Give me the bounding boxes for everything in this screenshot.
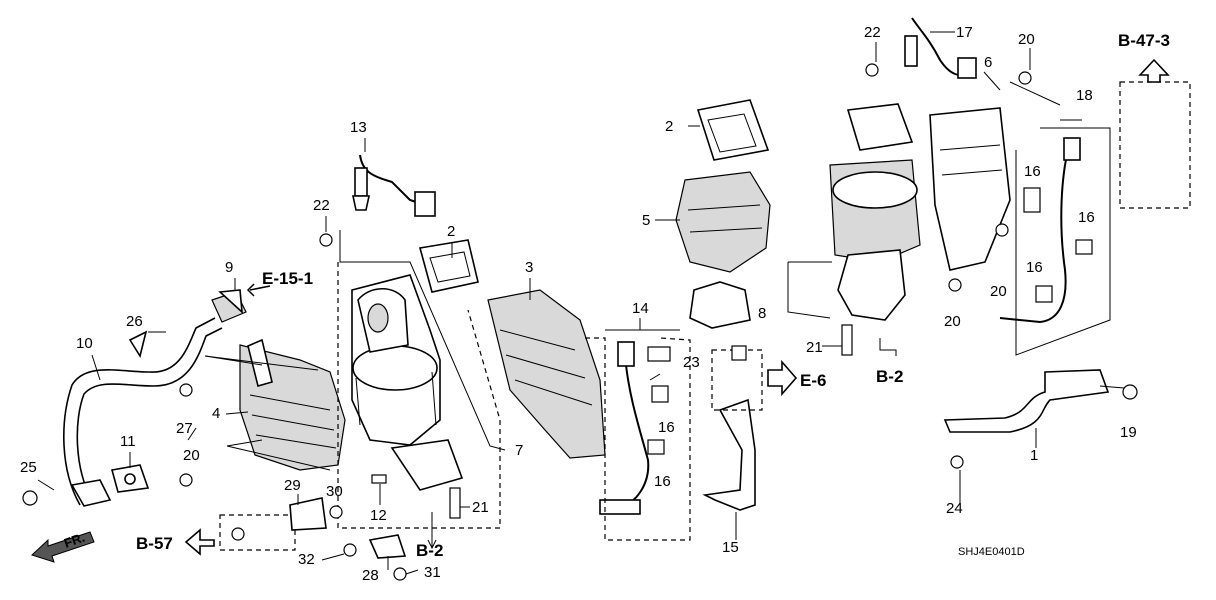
ref-label-b47-3: B-47-3 xyxy=(1118,31,1170,50)
group-outline xyxy=(219,514,296,551)
callout-16: 16 xyxy=(654,473,671,490)
callout-4: 4 xyxy=(212,405,220,422)
oxygen-sensor-part xyxy=(999,149,1069,324)
group-outline xyxy=(337,262,501,529)
callout-8: 8 xyxy=(758,305,766,322)
callout-17: 17 xyxy=(956,24,973,41)
callout-23: 23 xyxy=(683,354,700,371)
heat-shield-part xyxy=(239,338,346,471)
front-converter-part xyxy=(351,274,464,491)
ref-label-b57: B-57 xyxy=(136,534,173,553)
callout-29: 29 xyxy=(284,477,301,494)
callout-14: 14 xyxy=(632,300,649,317)
callout-15: 15 xyxy=(722,539,739,556)
callout-20: 20 xyxy=(944,313,961,330)
gasket-part xyxy=(418,239,479,293)
callout-16: 16 xyxy=(1024,163,1041,180)
fastener-part xyxy=(22,63,1138,581)
ref-label-b2: B-2 xyxy=(876,367,903,386)
callout-26: 26 xyxy=(126,313,143,330)
ref-arrow-small xyxy=(246,283,271,297)
oxygen-sensor-part xyxy=(352,154,436,217)
ref-arrow-up xyxy=(1138,58,1170,83)
callout-16: 16 xyxy=(658,419,675,436)
heat-shield-part xyxy=(487,289,606,459)
group-outline xyxy=(1119,81,1191,209)
callout-22: 22 xyxy=(864,24,881,41)
callout-28: 28 xyxy=(362,567,379,584)
callout-25: 25 xyxy=(20,459,37,476)
callout-6: 6 xyxy=(984,54,992,71)
ref-label-e15-1: E-15-1 xyxy=(262,269,313,288)
front-direction-label: FR. xyxy=(62,530,87,551)
callout-16: 16 xyxy=(1026,259,1043,276)
callout-10: 10 xyxy=(76,335,93,352)
oxygen-sensor-part xyxy=(904,17,977,79)
callout-7: 7 xyxy=(515,442,523,459)
callout-20: 20 xyxy=(183,447,200,464)
callout-21: 21 xyxy=(472,499,489,516)
callout-2: 2 xyxy=(447,223,455,240)
callout-9: 9 xyxy=(225,259,233,276)
group-outline xyxy=(585,337,691,541)
group-outline xyxy=(711,349,763,411)
bracket-part xyxy=(702,398,756,511)
callout-19: 19 xyxy=(1120,424,1137,441)
ref-arrow-left xyxy=(184,528,215,556)
ref-arrow-right xyxy=(767,359,798,397)
callout-27: 27 xyxy=(176,420,193,437)
callout-3: 3 xyxy=(525,259,533,276)
callout-1: 1 xyxy=(1030,447,1038,464)
callout-18: 18 xyxy=(1076,87,1093,104)
callout-22: 22 xyxy=(313,197,330,214)
callout-30: 30 xyxy=(326,483,343,500)
rear-converter-part xyxy=(675,99,771,329)
oxygen-sensor-part xyxy=(599,341,650,515)
callout-24: 24 xyxy=(946,500,963,517)
callout-12: 12 xyxy=(370,507,387,524)
ref-label-b2: B-2 xyxy=(416,541,443,560)
exhaust-pipe-part xyxy=(63,291,247,507)
callout-20: 20 xyxy=(990,283,1007,300)
callout-32: 32 xyxy=(298,551,315,568)
callout-20: 20 xyxy=(1018,31,1035,48)
bracket-part xyxy=(943,369,1110,433)
callout-31: 31 xyxy=(424,564,441,581)
callout-5: 5 xyxy=(642,212,650,229)
callout-2: 2 xyxy=(665,118,673,135)
ref-label-e6: E-6 xyxy=(800,371,826,390)
callout-13: 13 xyxy=(350,119,367,136)
callout-21: 21 xyxy=(806,339,823,356)
rear-right-converter-part xyxy=(829,103,1011,321)
callout-labels: 1 2 2 3 4 5 6 7 8 9 10 11 12 13 14 15 16… xyxy=(20,24,1137,584)
callout-11: 11 xyxy=(120,433,136,450)
front-direction-arrow-icon xyxy=(31,531,95,563)
diagram-code: SHJ4E0401D xyxy=(958,546,1025,558)
leader-lines xyxy=(37,31,1125,575)
callout-16: 16 xyxy=(1078,209,1095,226)
